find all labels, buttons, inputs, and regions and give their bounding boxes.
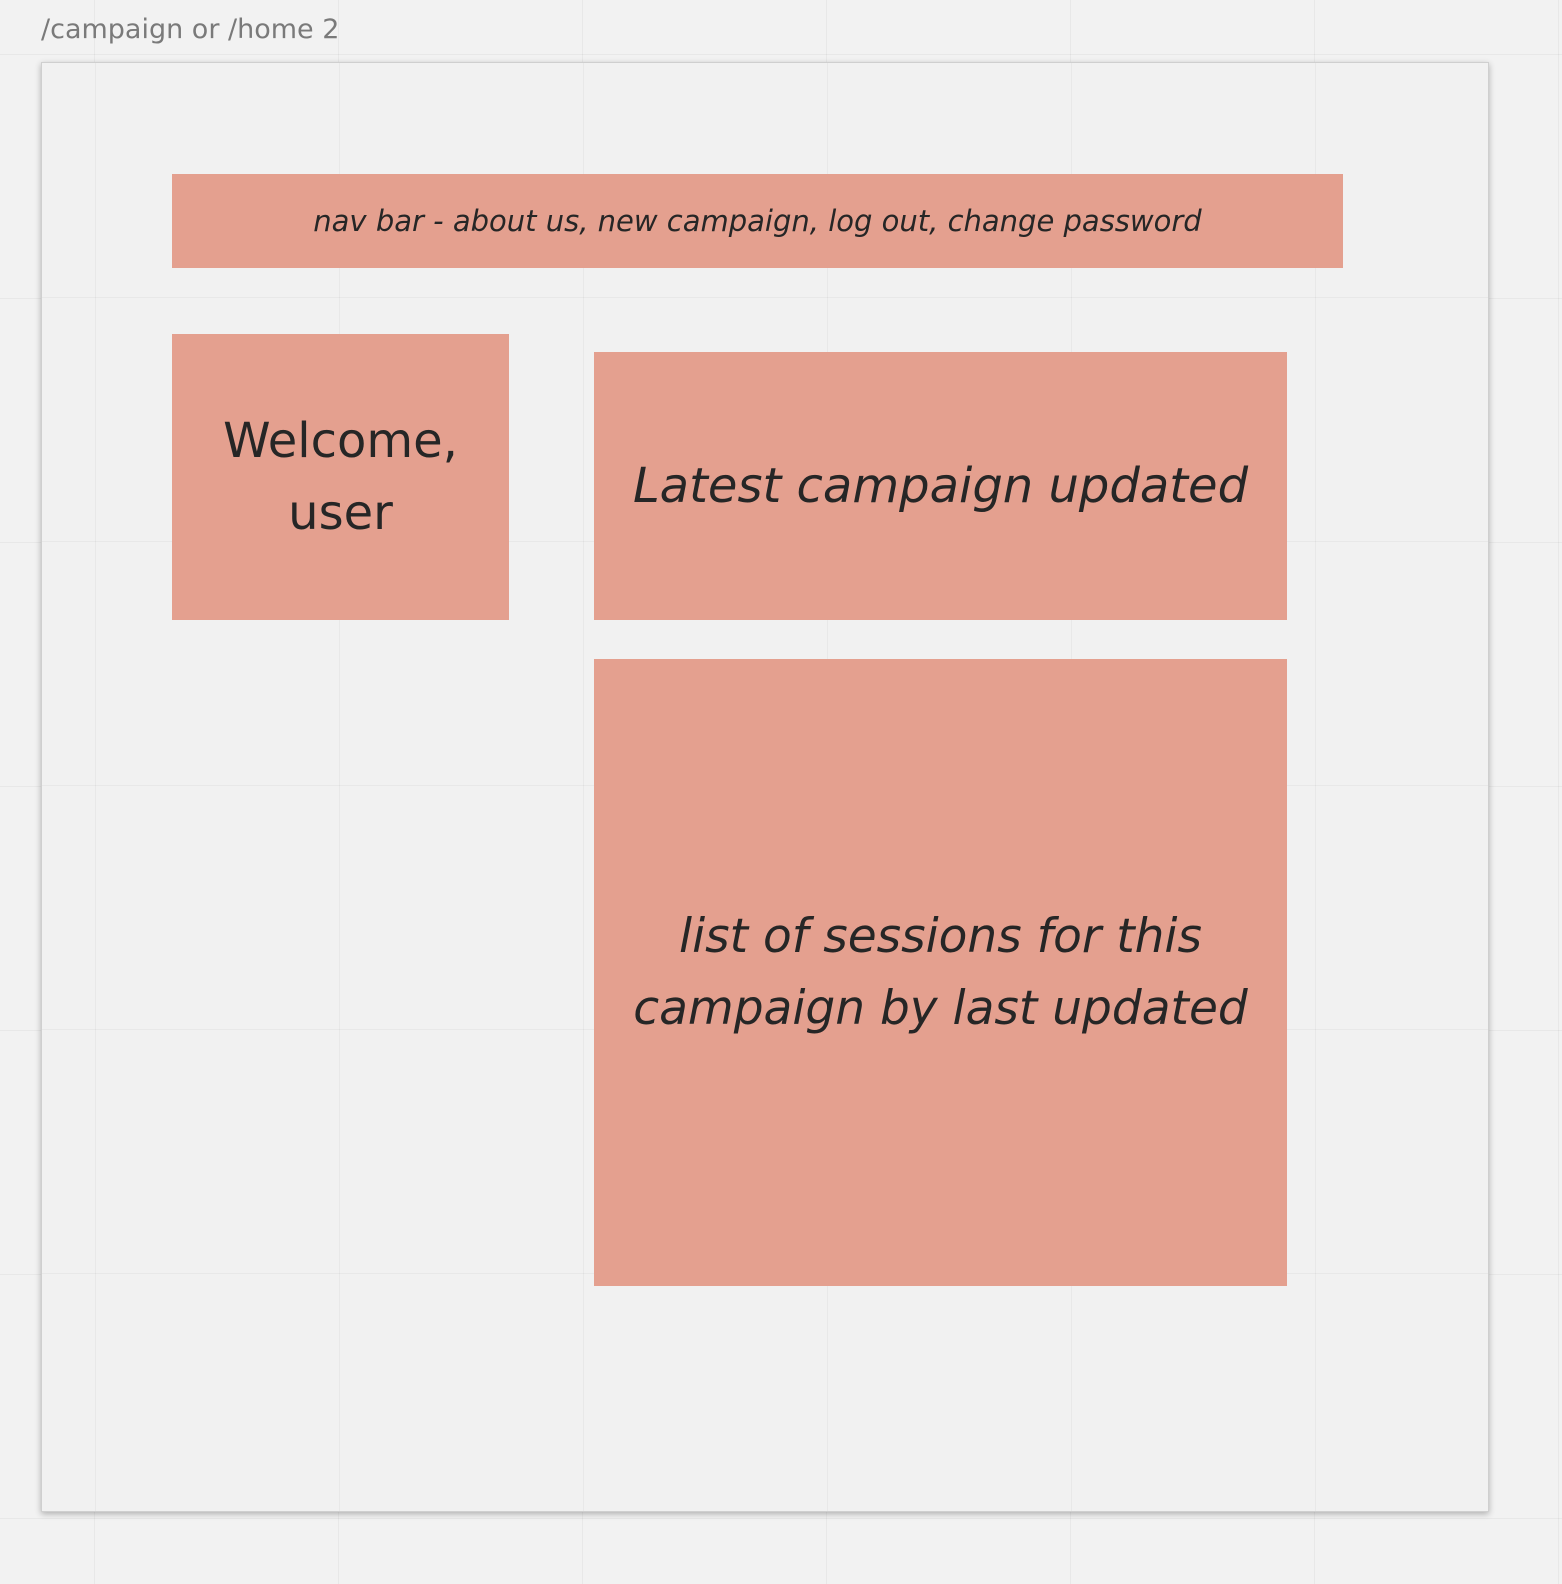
sticky-note-text: Latest campaign updated	[632, 458, 1249, 514]
sticky-note-welcome[interactable]: Welcome, user	[172, 334, 509, 620]
sticky-note-sessions-list[interactable]: list of sessions for this campaign by la…	[594, 659, 1287, 1286]
sticky-note-text: Welcome, user	[223, 413, 458, 541]
sticky-note-latest-campaign[interactable]: Latest campaign updated	[594, 352, 1287, 620]
sticky-note-nav-bar[interactable]: nav bar - about us, new campaign, log ou…	[172, 174, 1343, 268]
sticky-note-text: nav bar - about us, new campaign, log ou…	[313, 204, 1202, 238]
frame-title[interactable]: /campaign or /home 2	[41, 14, 340, 45]
sticky-note-text: list of sessions for this campaign by la…	[633, 908, 1248, 1036]
